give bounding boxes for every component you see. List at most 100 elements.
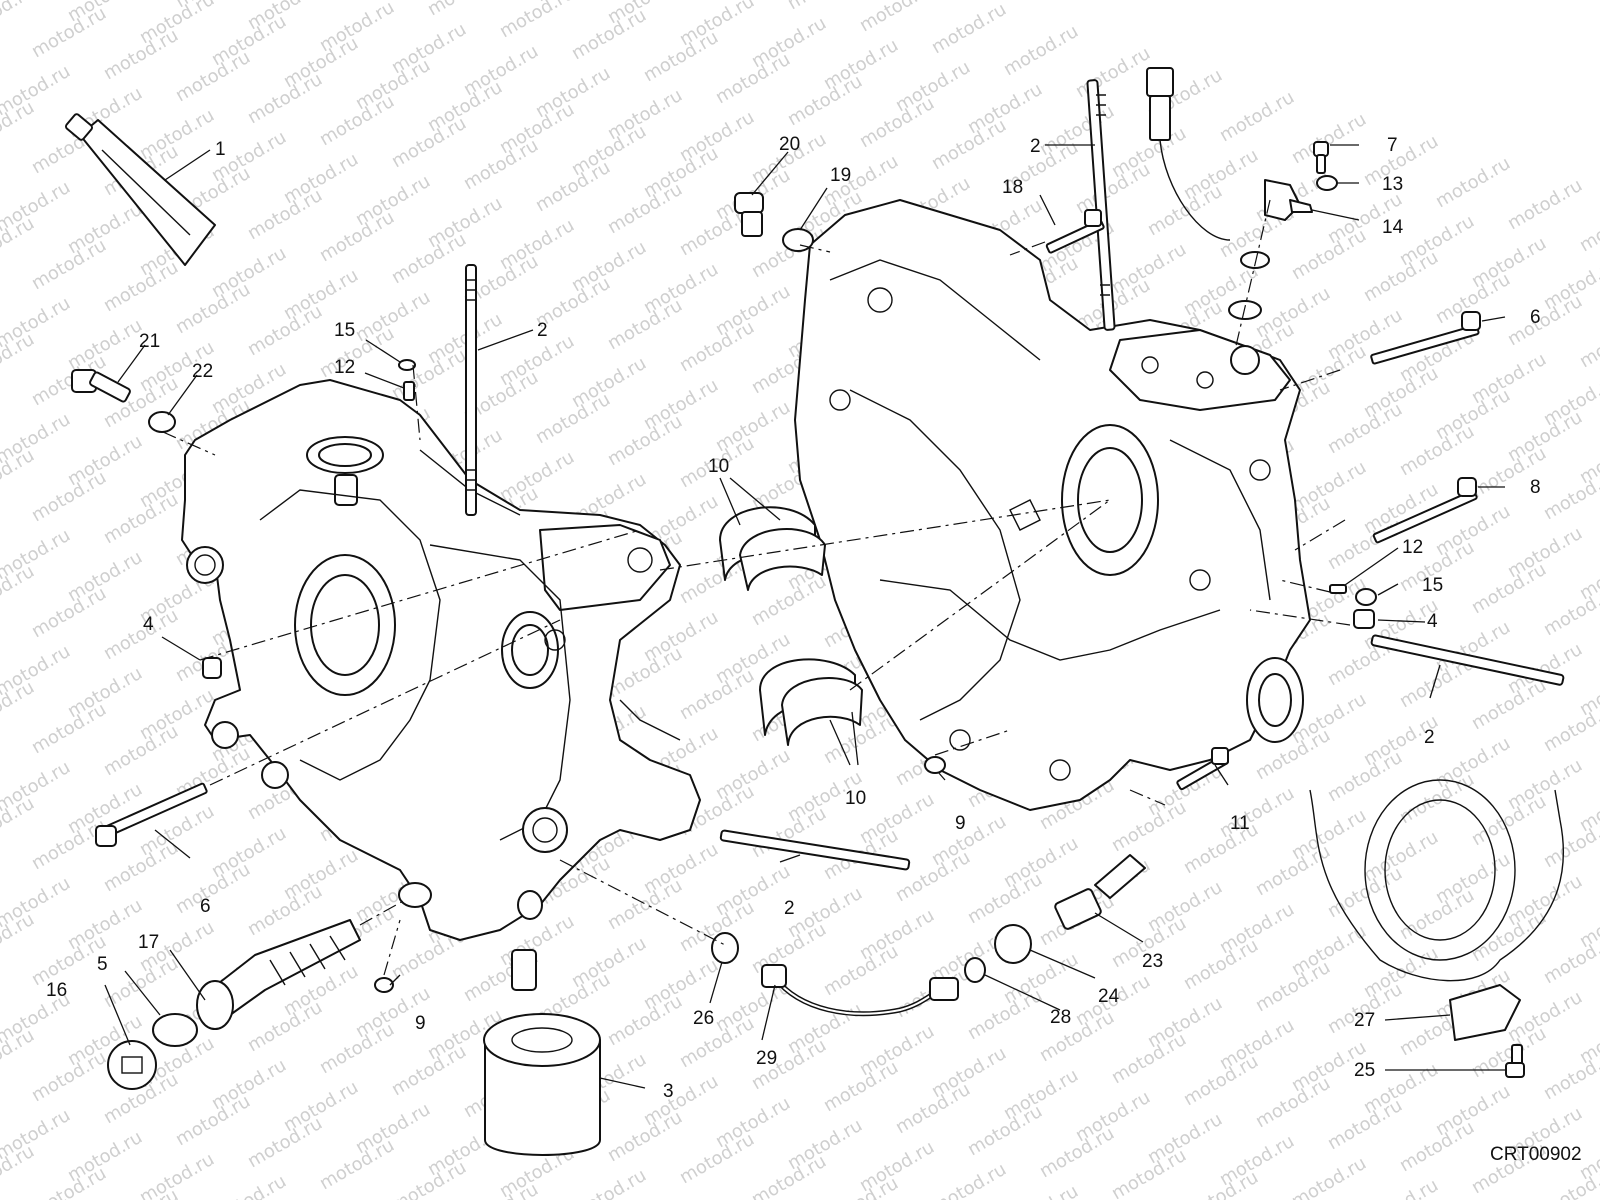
callout-20: 20	[779, 134, 800, 155]
drawing-code: CRT00902	[1490, 1144, 1582, 1165]
right-crankcase-half	[794, 199, 1311, 811]
seal-24	[994, 924, 1032, 964]
callout-24: 24	[1098, 986, 1120, 1007]
dowel-4-left	[202, 657, 222, 679]
callout-29: 29	[756, 1048, 777, 1069]
callout-4: 4	[1427, 611, 1438, 632]
watermark-text: motod.ru	[568, 1165, 650, 1200]
plug-16	[107, 1040, 157, 1090]
callout-14: 14	[1382, 217, 1404, 238]
washer-28	[964, 957, 986, 983]
callout-18: 18	[1002, 177, 1023, 198]
washer-22	[148, 411, 176, 433]
watermark-text: motod.ru	[208, 1171, 290, 1200]
callout-21: 21	[139, 331, 160, 352]
bearing-shells-bottom	[759, 658, 863, 746]
bolt-11	[1176, 747, 1230, 791]
watermark-text: motod.ru	[928, 1159, 1010, 1200]
watermark-text: motod.ru	[856, 0, 938, 36]
watermark-text: motod.ru	[0, 0, 38, 40]
watermark-text: motod.ru	[1072, 43, 1154, 102]
leader-lines	[104, 144, 1506, 1089]
assembly-axes	[162, 199, 1351, 976]
plug-21	[71, 369, 131, 403]
oil-filter	[483, 949, 601, 1156]
callout-16: 16	[46, 980, 67, 1001]
oring-5	[152, 1013, 198, 1047]
callout-9: 9	[415, 1013, 426, 1034]
oring-9-left	[374, 977, 394, 993]
callout-7: 7	[1387, 135, 1398, 156]
bolt-18	[1045, 209, 1105, 254]
callout-2: 2	[537, 320, 548, 341]
callout-10: 10	[708, 456, 729, 477]
stud-right-vertical	[1086, 79, 1116, 331]
callout-19: 19	[830, 165, 851, 186]
stud-left-vertical	[465, 264, 477, 516]
callout-23: 23	[1142, 951, 1163, 972]
left-crankcase-half	[181, 379, 701, 941]
detail-inset	[1309, 779, 1565, 982]
callout-28: 28	[1050, 1007, 1071, 1028]
callout-2: 2	[784, 898, 795, 919]
stud-right-horizontal	[1370, 634, 1565, 686]
sensor-connector	[1146, 67, 1313, 320]
callout-15: 15	[1422, 575, 1443, 596]
screw-25	[1505, 1044, 1525, 1078]
watermark-text: motod.ru	[1576, 197, 1600, 256]
watermark-text: motod.ru	[784, 0, 866, 14]
watermark-text: motod.ru	[1216, 87, 1298, 146]
bearing-shells-top	[719, 506, 826, 591]
plug-20	[734, 192, 764, 237]
watermark-text: motod.ru	[496, 0, 578, 42]
callout-12: 12	[334, 357, 355, 378]
callout-3: 3	[663, 1081, 674, 1102]
callout-5: 5	[97, 954, 108, 975]
callout-9: 9	[955, 813, 966, 834]
callout-labels: 1 2 2 2 2 3 4 4 5 6 6 7 8 9 9 10 10 11 1…	[46, 134, 1541, 1102]
callout-6: 6	[1530, 307, 1541, 328]
callout-10: 10	[845, 788, 866, 809]
callout-12: 12	[1402, 537, 1423, 558]
callout-1: 1	[215, 139, 226, 160]
bracket-27	[1449, 984, 1521, 1041]
grease-tube	[65, 113, 216, 266]
watermark-text: motod.ru	[1576, 313, 1600, 372]
callout-25: 25	[1354, 1060, 1375, 1081]
washer-13	[1316, 175, 1338, 191]
watermark-text: motod.ru	[1000, 1181, 1082, 1200]
callout-6: 6	[200, 896, 211, 917]
callout-2: 2	[1424, 727, 1435, 748]
callout-22: 22	[192, 361, 213, 382]
callout-26: 26	[693, 1008, 714, 1029]
callout-8: 8	[1530, 477, 1541, 498]
watermark-text: motod.ru	[1504, 175, 1586, 234]
watermark-text: motod.ru	[424, 0, 506, 20]
watermark-text: motod.ru	[1360, 1175, 1442, 1200]
screw-7	[1313, 141, 1329, 174]
washer-19	[782, 228, 814, 252]
callout-17: 17	[138, 932, 159, 953]
watermark-text: motod.ru	[1000, 21, 1082, 80]
oil-filter-mesh	[196, 919, 361, 1030]
callout-15: 15	[334, 320, 355, 341]
watermark-text: motod.ru	[1288, 1153, 1370, 1200]
watermark-text: motod.ru	[1288, 109, 1370, 168]
bolt-left-long	[95, 782, 208, 847]
stud-bottom-horizontal	[719, 829, 911, 871]
callout-11: 11	[1230, 813, 1250, 834]
callout-4: 4	[143, 614, 154, 635]
sensor-23	[1054, 854, 1146, 930]
callout-13: 13	[1382, 174, 1403, 195]
bolt-right-long-8	[1372, 477, 1478, 544]
oring-9-right	[924, 756, 946, 774]
watermark-text: motod.ru	[1432, 153, 1514, 212]
callout-2: 2	[1030, 136, 1041, 157]
watermark-text: motod.ru	[928, 0, 1010, 58]
washer-26	[711, 932, 739, 964]
bolt-right-long-6	[1370, 311, 1481, 365]
callout-27: 27	[1354, 1010, 1375, 1031]
watermark-text: motod.ru	[136, 1149, 218, 1200]
dowel-12-15-4-right	[1329, 584, 1377, 629]
